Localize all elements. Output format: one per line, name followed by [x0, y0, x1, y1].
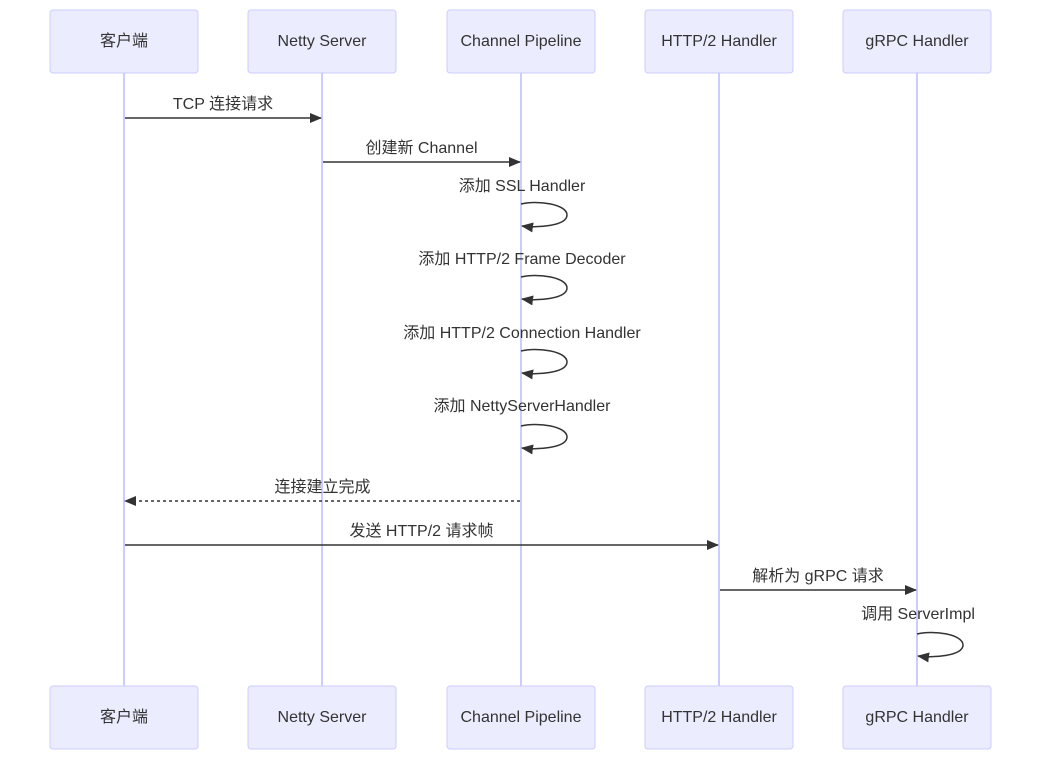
- participant-netty-top: Netty Server: [247, 9, 397, 74]
- message-5: 添加 HTTP/2 Connection Handler: [403, 324, 641, 380]
- message-4: 添加 HTTP/2 Frame Decoder: [418, 250, 626, 306]
- participant-box: [644, 9, 794, 74]
- participant-label: Netty Server: [278, 33, 368, 50]
- participant-label: gRPC Handler: [865, 33, 969, 50]
- participant-pipeline-top: Channel Pipeline: [446, 9, 596, 74]
- participant-label: 客户端: [100, 708, 148, 726]
- self-loop-arrow: [520, 348, 568, 380]
- participant-http2-bottom: HTTP/2 Handler: [644, 685, 794, 750]
- message-6: 添加 NettyServerHandler: [434, 397, 612, 455]
- participant-label: Netty Server: [278, 709, 368, 726]
- message-2: 创建新 Channel: [323, 139, 521, 167]
- participant-grpc-bottom: gRPC Handler: [842, 685, 992, 750]
- message-label: TCP 连接请求: [173, 95, 273, 113]
- participant-client-bottom: 客户端: [49, 685, 199, 750]
- message-label: 添加 HTTP/2 Frame Decoder: [418, 250, 626, 268]
- message-8: 发送 HTTP/2 请求帧: [125, 522, 719, 550]
- participant-pipeline-bottom: Channel Pipeline: [446, 685, 596, 750]
- message-9: 解析为 gRPC 请求: [720, 567, 917, 595]
- participant-box: [247, 9, 397, 74]
- participant-label: 客户端: [100, 32, 148, 50]
- participant-label: HTTP/2 Handler: [661, 33, 777, 50]
- message-7: 连接建立完成: [124, 478, 520, 506]
- message-label: 连接建立完成: [274, 478, 370, 496]
- self-loop-arrow: [916, 631, 964, 663]
- participant-box: [446, 685, 596, 750]
- participant-client-top: 客户端: [49, 9, 199, 74]
- participant-http2-top: HTTP/2 Handler: [644, 9, 794, 74]
- message-10: 调用 ServerImpl: [861, 605, 975, 663]
- actors-top: 客户端 Netty Server Channel Pipeline HTTP/2 Ha…: [49, 9, 992, 74]
- message-label: 添加 SSL Handler: [459, 177, 586, 195]
- message-1: TCP 连接请求: [125, 95, 322, 123]
- self-loop-arrow: [520, 201, 568, 233]
- message-label: 调用 ServerImpl: [861, 605, 975, 623]
- participant-label: HTTP/2 Handler: [661, 709, 777, 726]
- actors-bottom: 客户端 Netty Server Channel Pipeline HTTP/2 Ha…: [49, 685, 992, 750]
- self-loop-arrow: [520, 423, 568, 455]
- participant-label: gRPC Handler: [865, 709, 969, 726]
- participant-grpc-top: gRPC Handler: [842, 9, 992, 74]
- participant-box: [842, 685, 992, 750]
- participant-box: [446, 9, 596, 74]
- message-label: 发送 HTTP/2 请求帧: [349, 522, 493, 540]
- message-label: 创建新 Channel: [365, 139, 477, 157]
- participant-box: [644, 685, 794, 750]
- message-3: 添加 SSL Handler: [459, 177, 586, 233]
- participant-box: [49, 9, 199, 74]
- participant-label: Channel Pipeline: [461, 33, 582, 50]
- participant-box: [842, 9, 992, 74]
- message-label: 添加 HTTP/2 Connection Handler: [403, 324, 641, 342]
- participant-box: [49, 685, 199, 750]
- message-label: 添加 NettyServerHandler: [434, 397, 612, 415]
- lifelines: [123, 73, 918, 686]
- participant-box: [247, 685, 397, 750]
- self-loop-arrow: [520, 274, 568, 306]
- message-label: 解析为 gRPC 请求: [752, 567, 884, 585]
- participant-label: Channel Pipeline: [461, 709, 582, 726]
- participant-netty-bottom: Netty Server: [247, 685, 397, 750]
